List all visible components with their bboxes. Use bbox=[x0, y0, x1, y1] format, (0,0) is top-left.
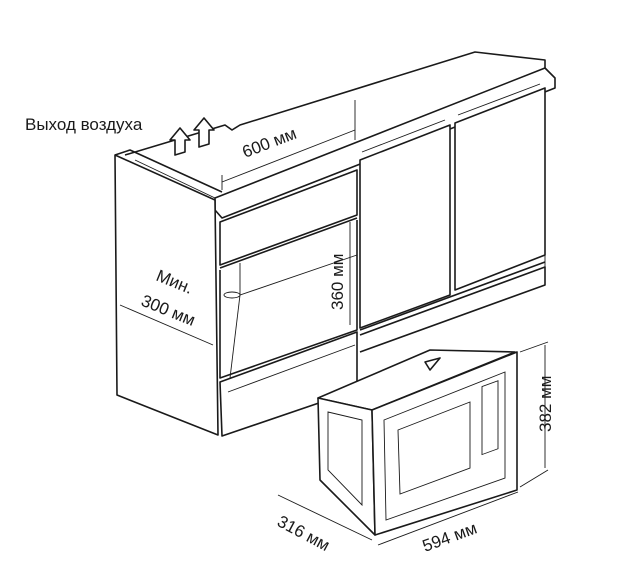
niche-width-label: 600 мм bbox=[240, 124, 300, 162]
mw-width-label: 594 мм bbox=[420, 519, 480, 556]
door-2 bbox=[454, 87, 546, 291]
niche-height-label: 360 мм bbox=[328, 254, 347, 310]
door-1 bbox=[359, 124, 451, 329]
mw-height-label: 382 мм bbox=[536, 376, 555, 432]
microwave-window bbox=[397, 401, 471, 495]
left-side-panel bbox=[114, 154, 219, 436]
front-upper-rail bbox=[219, 169, 358, 266]
microwave bbox=[317, 349, 518, 536]
mw-depth-label: 316 мм bbox=[274, 512, 333, 555]
vent-hole bbox=[223, 291, 241, 299]
control-panel bbox=[481, 380, 499, 456]
air-outlet-label: Выход воздуха bbox=[25, 115, 143, 134]
microwave-front-frame bbox=[371, 351, 518, 536]
cabinet bbox=[114, 51, 556, 437]
dimension-lines bbox=[119, 100, 549, 546]
microwave-side bbox=[317, 397, 376, 536]
warning-label bbox=[424, 357, 441, 371]
air-outlet-arrows-icon bbox=[169, 117, 215, 156]
